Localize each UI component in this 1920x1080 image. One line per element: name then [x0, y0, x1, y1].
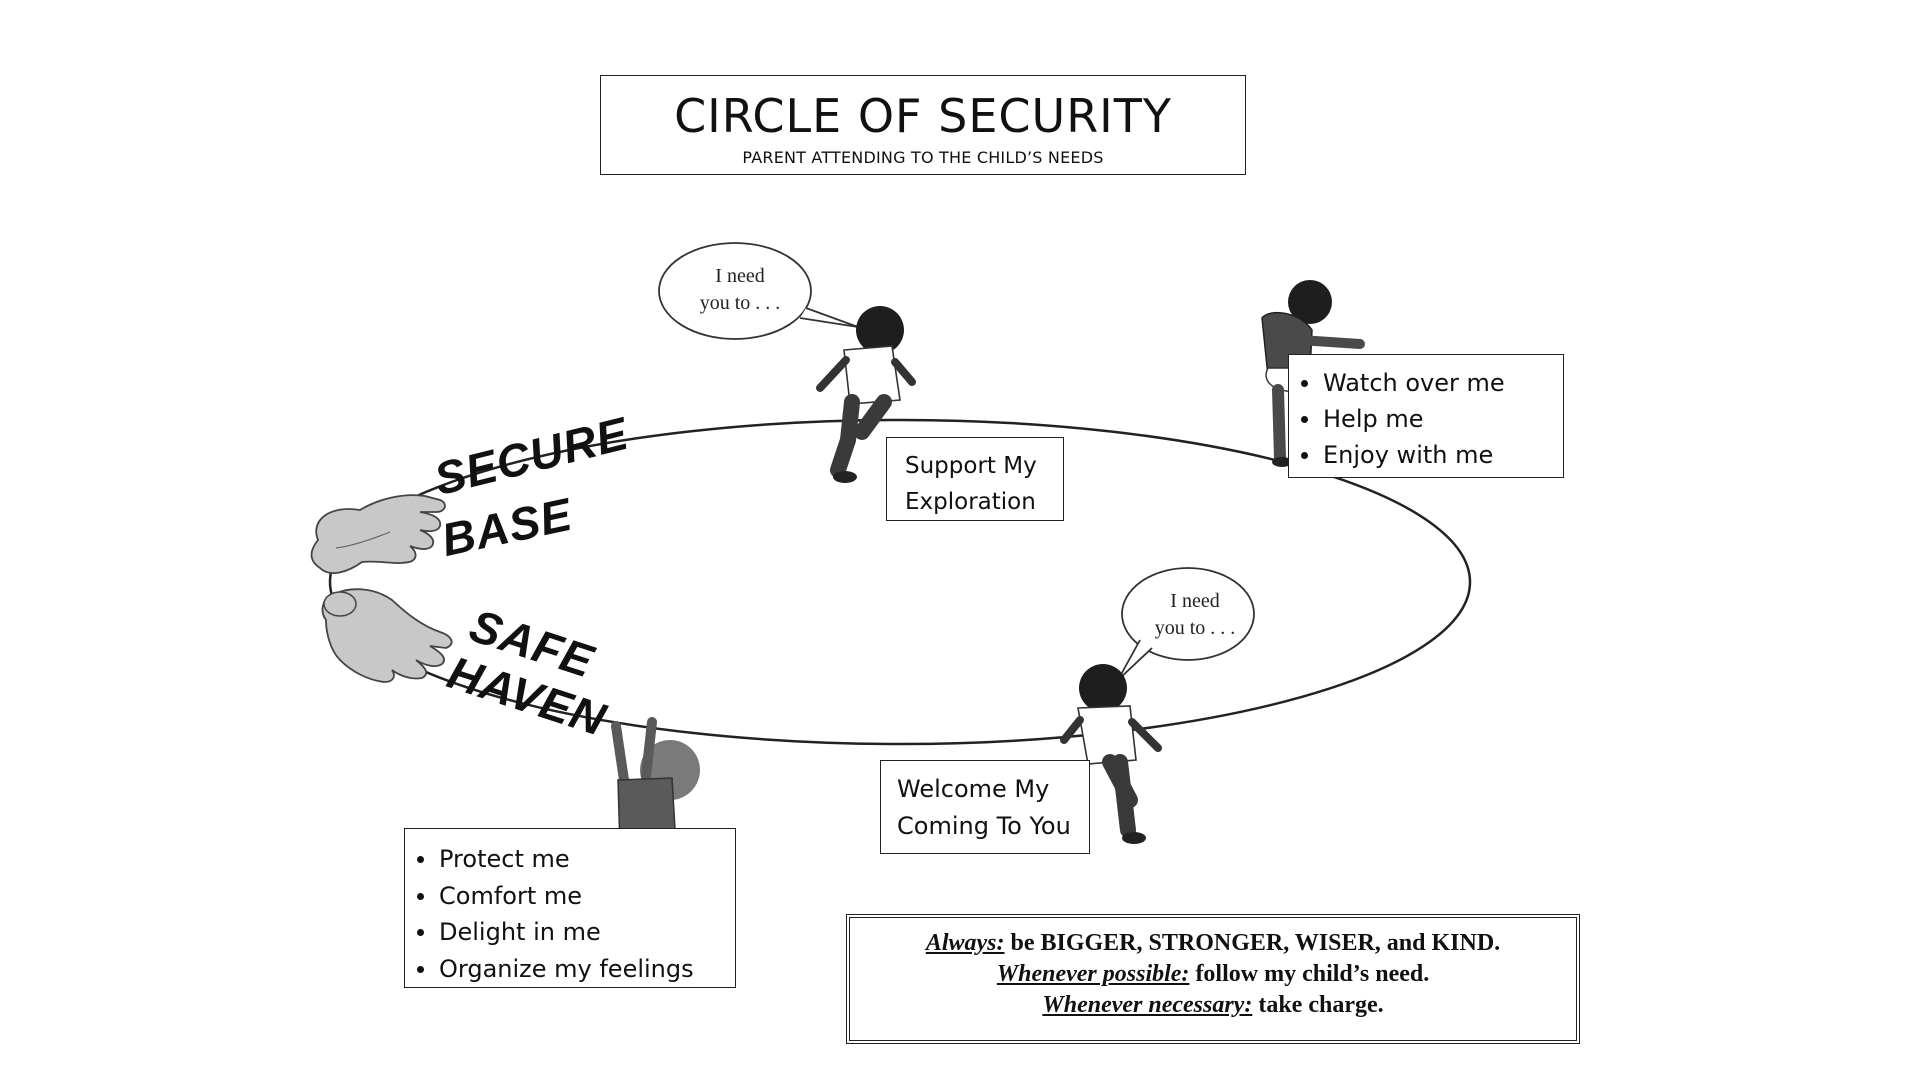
always-guidance-box: Always: be BIGGER, STRONGER, WISER, and … [846, 914, 1580, 1044]
hand-icon [310, 494, 446, 575]
welcome-line: Coming To You [897, 812, 1071, 840]
page-title: CIRCLE OF SECURITY [674, 89, 1172, 143]
page-subtitle: PARENT ATTENDING TO THE CHILD’S NEEDS [742, 148, 1104, 167]
bubble-line: you to . . . [1154, 617, 1236, 639]
always-key: Whenever possible: [996, 961, 1190, 987]
support-line: Support My [905, 453, 1037, 479]
watch-list-box: Watch over me Help me Enjoy with me [1288, 354, 1564, 478]
speech-bubble-icon [658, 242, 859, 340]
list-item: Enjoy with me [1289, 437, 1563, 473]
always-key: Always: [925, 930, 1005, 956]
hand-icon [321, 588, 453, 683]
list-item: Organize my feelings [405, 951, 735, 988]
always-text: follow my child’s need. [1189, 961, 1430, 987]
speech-bubble-text: I need you to . . . [660, 263, 820, 317]
list-item: Watch over me [1289, 365, 1563, 401]
child-figure-icon [816, 306, 916, 483]
list-item: Delight in me [405, 914, 735, 951]
welcome-line: Welcome My [897, 775, 1050, 803]
support-exploration-box: Support My Exploration [886, 437, 1064, 521]
always-text: be BIGGER, STRONGER, WISER, and KIND. [1004, 930, 1501, 956]
welcome-coming-box: Welcome My Coming To You [880, 760, 1090, 854]
always-line: Whenever possible: follow my child’s nee… [850, 959, 1576, 990]
protect-list: Protect me Comfort me Delight in me Orga… [405, 841, 735, 987]
always-line: Always: be BIGGER, STRONGER, WISER, and … [850, 928, 1576, 959]
security-circle [328, 418, 1472, 746]
bubble-line: I need [715, 265, 765, 287]
support-line: Exploration [905, 489, 1036, 515]
list-item: Comfort me [405, 878, 735, 915]
list-item: Protect me [405, 841, 735, 878]
watch-list: Watch over me Help me Enjoy with me [1289, 365, 1563, 473]
bubble-line: I need [1170, 590, 1220, 612]
child-figure-icon [1060, 664, 1162, 844]
speech-bubble-icon [1117, 567, 1255, 681]
always-key: Whenever necessary: [1042, 992, 1253, 1018]
list-item: Help me [1289, 401, 1563, 437]
always-text: take charge. [1252, 992, 1384, 1018]
speech-bubble-text: I need you to . . . [1115, 588, 1275, 642]
protect-list-box: Protect me Comfort me Delight in me Orga… [404, 828, 736, 988]
title-box: CIRCLE OF SECURITY PARENT ATTENDING TO T… [600, 75, 1246, 175]
always-line: Whenever necessary: take charge. [850, 990, 1576, 1021]
bubble-line: you to . . . [699, 292, 781, 314]
